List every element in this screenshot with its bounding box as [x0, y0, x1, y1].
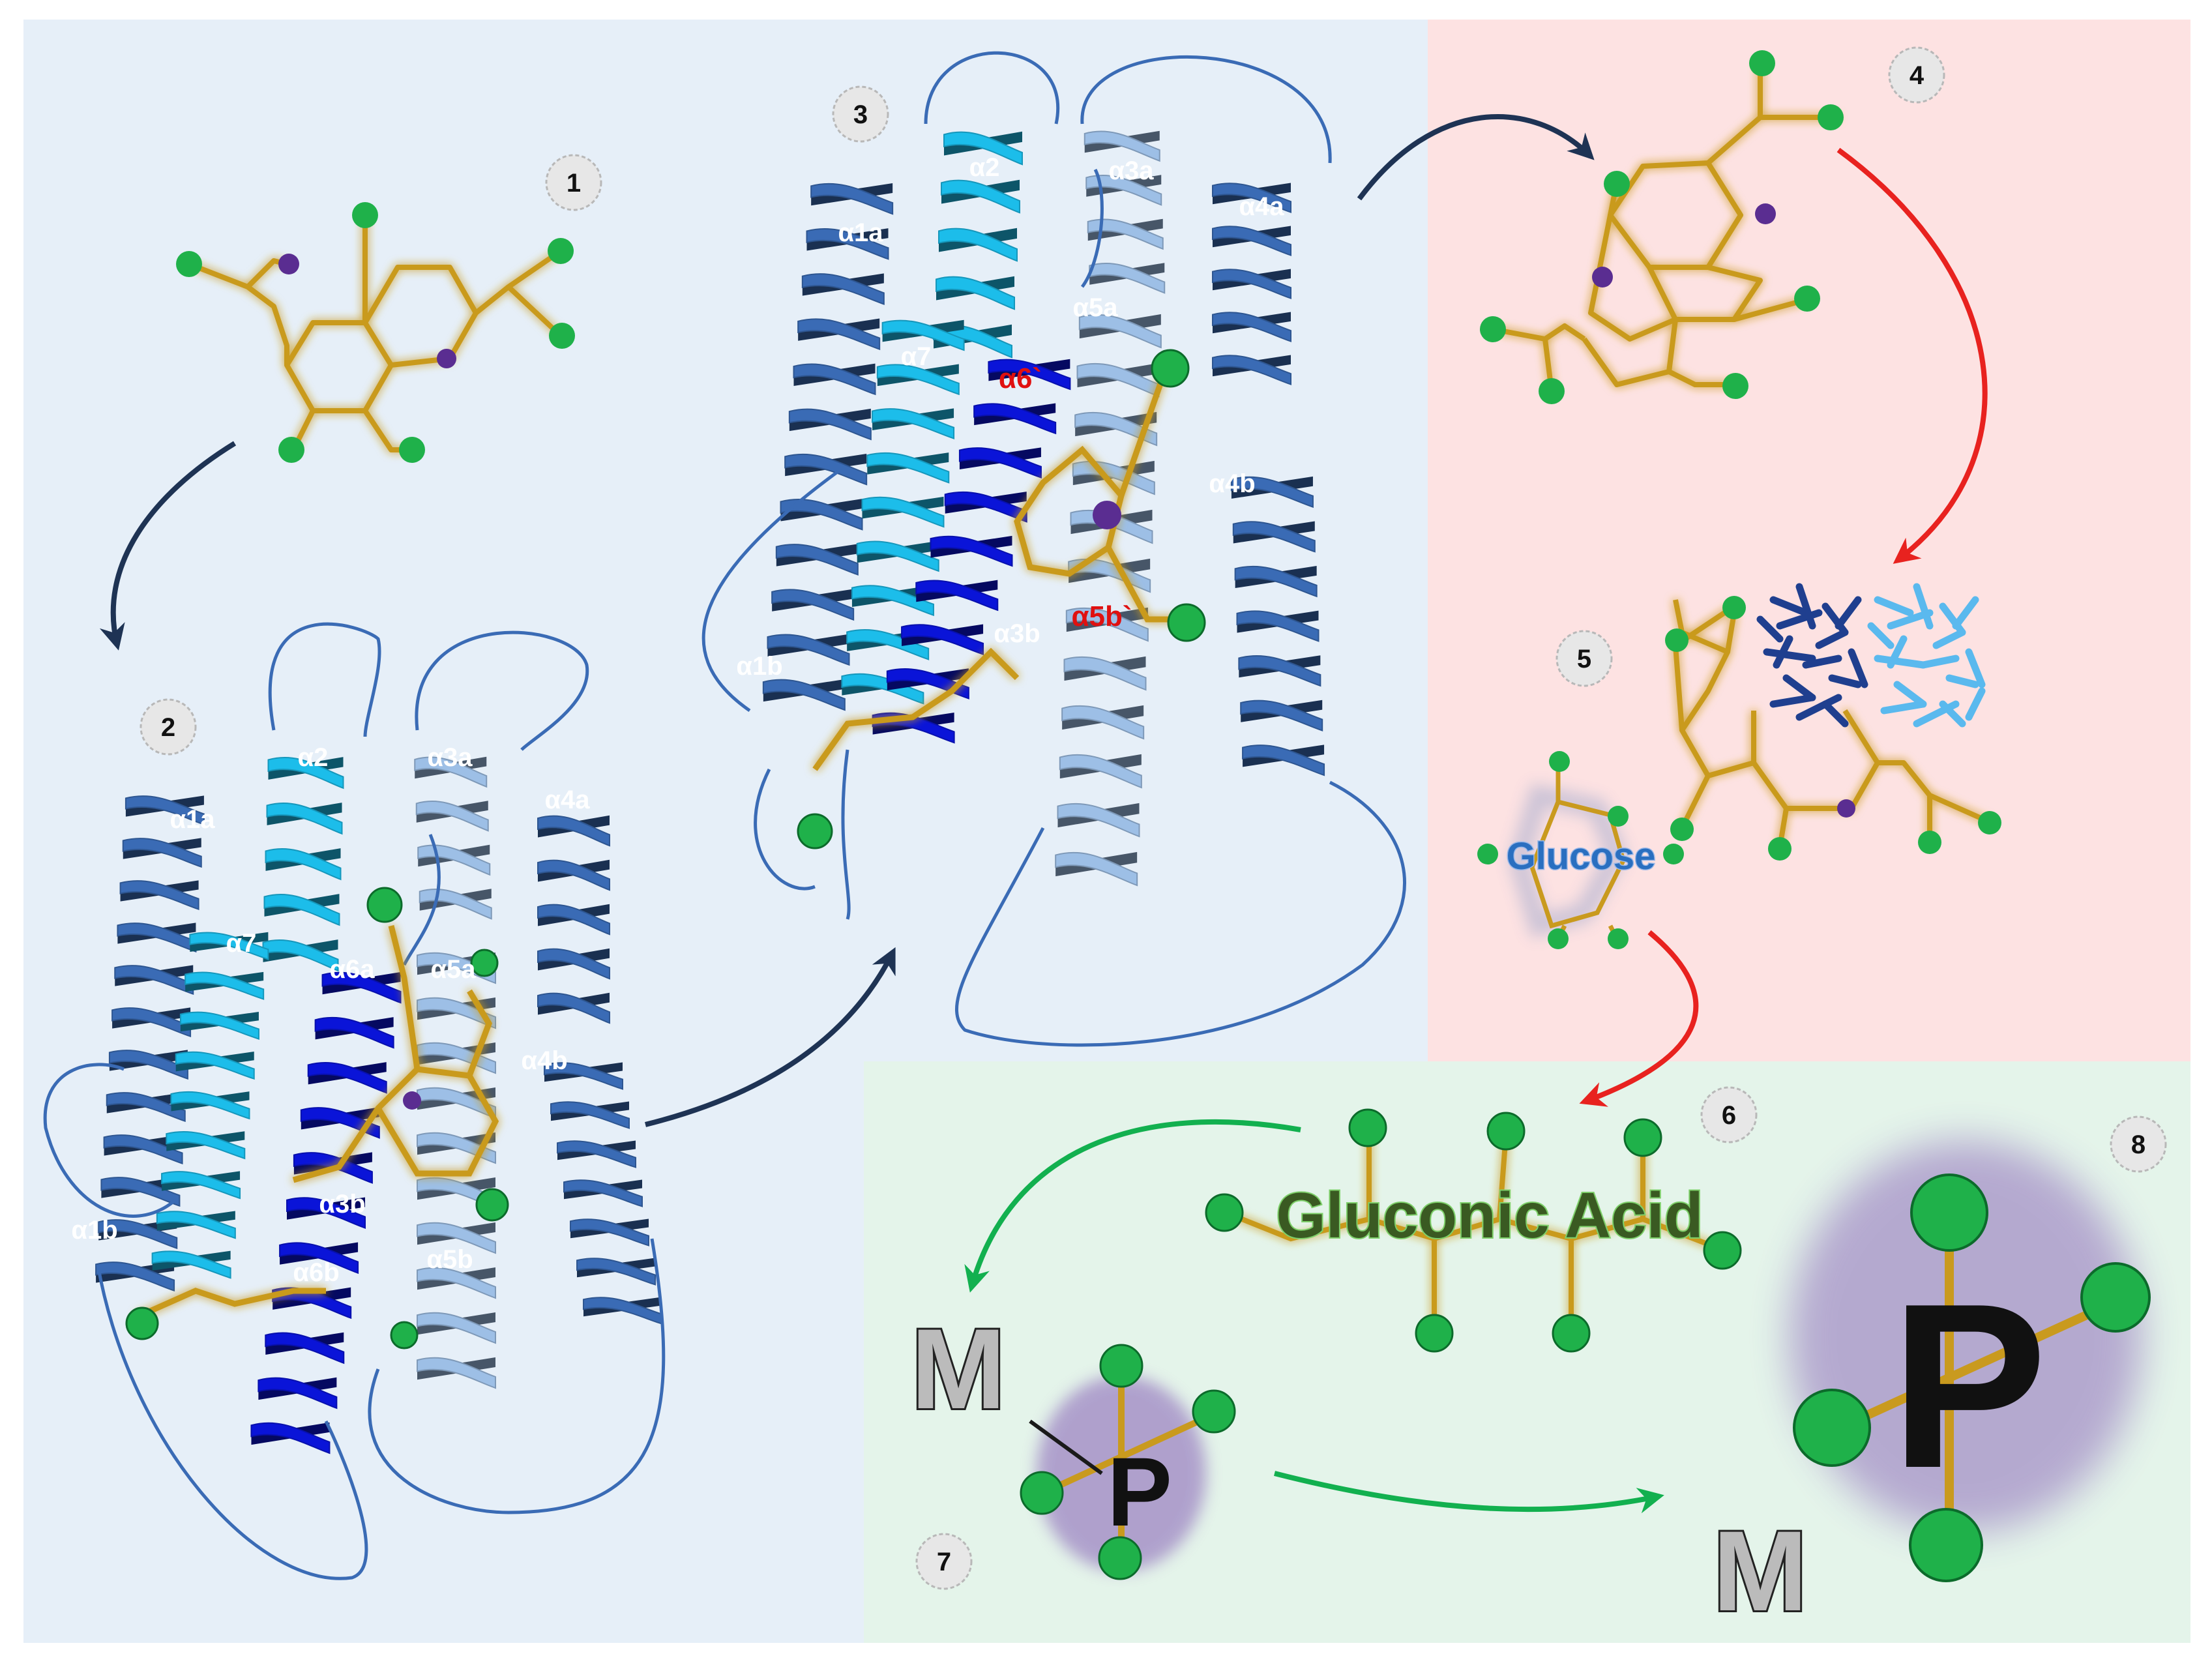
- step-badge-number: 2: [161, 713, 175, 742]
- step-badge-number: 4: [1910, 61, 1924, 90]
- helix-label-s2-11: α6b: [293, 1258, 339, 1287]
- helix-label-s3-1: α1a: [838, 218, 883, 247]
- helix-label-s2-1: α1a: [170, 805, 215, 834]
- molecule-5-with-enzyme: [1665, 583, 2001, 861]
- step-badge-number: 5: [1577, 645, 1591, 673]
- arrow-4-to-5: [1836, 147, 1988, 564]
- helix-a4b-2: [544, 1062, 662, 1325]
- arrow-1-to-2: [99, 441, 237, 651]
- enzyme-blob-dark: [1756, 583, 1868, 728]
- helix-a2-2: [262, 756, 344, 972]
- gluconic-acid-label: Gluconic Acid: [1276, 1179, 1703, 1251]
- step-badge-1: 1: [545, 154, 602, 211]
- helix-a5-3: [1055, 314, 1162, 887]
- highlight-label-s3-2: α5b`: [1071, 600, 1132, 632]
- helix-a7-2: [151, 932, 269, 1279]
- helix-label-s3-8: α1b: [736, 652, 782, 681]
- step-badge-5: 5: [1556, 630, 1613, 687]
- gluconic-acid-atoms: [1205, 1108, 1742, 1353]
- panel-oxidation: [1428, 20, 2190, 1063]
- glucose-molecule: Glucose: [1477, 751, 1684, 949]
- helix-label-s2-9: α3b: [319, 1190, 365, 1218]
- protein-loops-3: [701, 51, 1406, 1047]
- helix-a4a-3: [1212, 183, 1291, 385]
- step-badge-number: 3: [853, 100, 868, 129]
- helix-a3a-3: [1084, 130, 1166, 294]
- phosphorus-large-label: P: [1891, 1255, 2047, 1517]
- molecule-4: [1480, 50, 1844, 404]
- glucose-label: Glucose: [1507, 835, 1656, 878]
- metal-phosphate-large: P M: [1711, 1141, 2151, 1637]
- helix-label-s2-8: α4b: [521, 1046, 567, 1075]
- helix-a4b-3: [1230, 476, 1325, 776]
- step-badge-8: 8: [2110, 1115, 2167, 1173]
- protein-structure-2: [95, 756, 662, 1454]
- step-badge-number: 7: [937, 1548, 951, 1576]
- helix-a6-3: [872, 359, 1071, 744]
- protein-structure-3: [762, 130, 1325, 887]
- helix-label-s3-9: α3b: [994, 619, 1040, 648]
- step-badge-number: 6: [1722, 1101, 1736, 1130]
- step-badge-7: 7: [915, 1533, 973, 1590]
- process-arrows: [99, 114, 1988, 1514]
- protein-loops-2: [43, 622, 666, 1580]
- helix-label-s2-10: α1b: [71, 1216, 117, 1245]
- metal-large-label: M: [1713, 1508, 1808, 1635]
- helix-label-s3-4: α4a: [1239, 192, 1284, 221]
- helix-label-s2-12: α5b: [426, 1245, 473, 1274]
- helix-label-s2-7: α5a: [430, 955, 476, 984]
- molecule-1: [176, 202, 575, 463]
- helix-label-s3-7: α4b: [1209, 469, 1255, 498]
- helix-a4a-2: [537, 815, 610, 1024]
- helix-label-s2-4: α4a: [544, 786, 590, 814]
- step-badge-3: 3: [832, 85, 889, 143]
- highlight-label-s3-1: α6`: [999, 362, 1042, 394]
- step-badge-number: 8: [2131, 1130, 2146, 1159]
- helix-label-s3-2: α2: [969, 153, 1000, 182]
- arrow-5-to-6: [1579, 930, 1699, 1107]
- enzyme-blob-light: [1867, 583, 1986, 728]
- step-badge-number: 1: [567, 169, 581, 198]
- step-badges: 1 2 3 4 5 6 7 8: [140, 46, 2167, 1590]
- step-badge-4: 4: [1888, 46, 1945, 104]
- helix-label-s2-3: α3a: [427, 743, 473, 772]
- gluconic-acid-molecule: Gluconic Acid: [1205, 1108, 1742, 1353]
- helix-label-s2-5: α7: [226, 929, 257, 958]
- bound-ligand-3: [812, 364, 1187, 771]
- helix-a1a-3: [762, 183, 894, 711]
- helix-a6-2: [250, 971, 402, 1454]
- ligand-atoms-structures: [125, 349, 1206, 1350]
- helix-label-s3-6: α5a: [1072, 293, 1118, 322]
- metal-phosphate-complex-small: P M: [909, 1304, 1236, 1580]
- helix-labels-2: α1a α2 α3a α4a α7 α6a α5a α4b α3b α1b α6b α5b: [71, 743, 590, 1287]
- helix-labels-3: α1a α2 α3a α4a α7 α5a α4b α1b α3b α6` α5b`: [736, 153, 1284, 681]
- arrow-7-to-8: [1274, 1471, 1664, 1514]
- metal-small-label: M: [911, 1306, 1006, 1433]
- step-badge-6: 6: [1700, 1086, 1758, 1143]
- helix-label-s2-2: α2: [298, 743, 329, 772]
- helix-label-s2-6: α6a: [329, 955, 375, 984]
- helix-label-s3-5: α7: [901, 342, 932, 371]
- bound-ligand-2: [136, 924, 499, 1320]
- arrow-6-to-7: [964, 1119, 1301, 1293]
- phosphorus-small-label: P: [1107, 1437, 1172, 1546]
- helix-label-s3-3: α3a: [1108, 156, 1154, 185]
- arrow-2-to-3: [645, 947, 896, 1127]
- arrow-3-to-4: [1357, 114, 1595, 201]
- step-badge-2: 2: [140, 698, 197, 756]
